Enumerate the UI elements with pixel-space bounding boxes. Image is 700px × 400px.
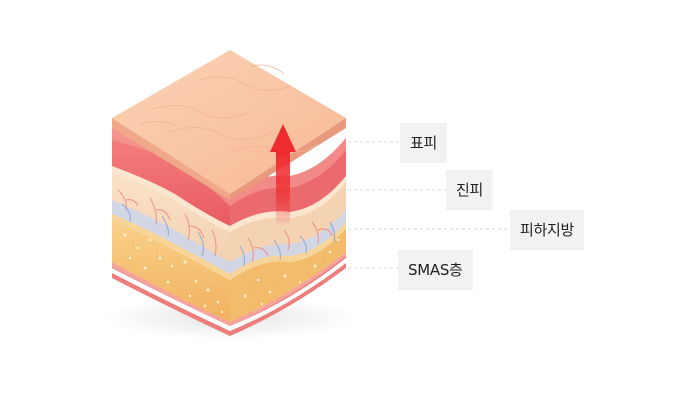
label-subcutaneous-fat: 피하지방	[510, 210, 585, 250]
smas-layer	[112, 252, 346, 336]
subcutis-layer	[112, 214, 346, 322]
leader-lines	[348, 141, 510, 269]
label-smas-layer: SMAS층	[398, 250, 473, 290]
label-dermis: 진피	[446, 170, 494, 210]
label-epidermis: 표피	[400, 123, 448, 163]
lifting-arrow-icon	[270, 124, 296, 226]
